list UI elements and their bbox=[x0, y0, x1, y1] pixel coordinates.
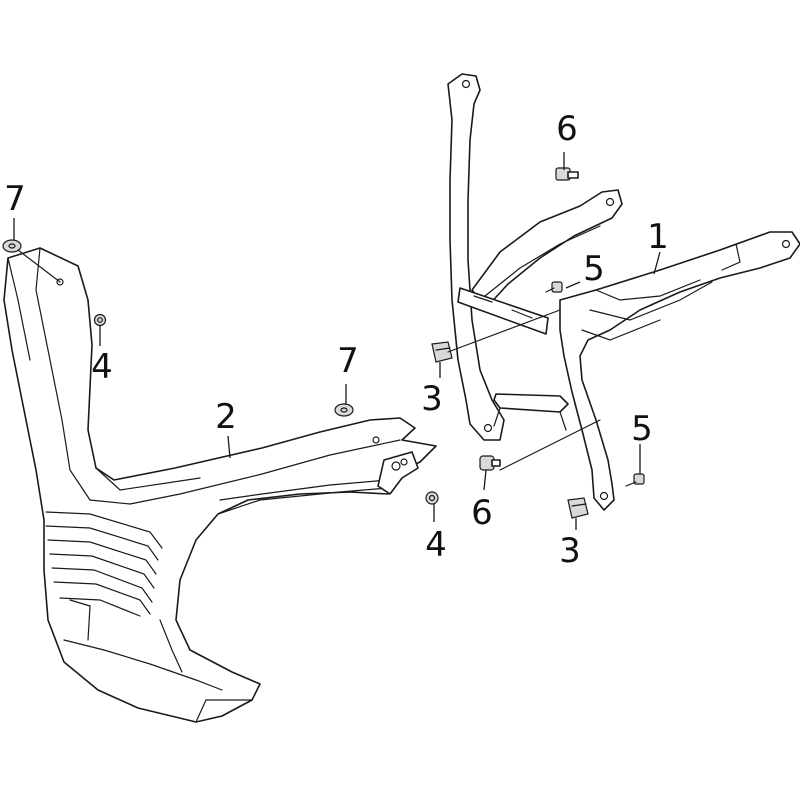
clip-nut-lower bbox=[567, 497, 589, 519]
leader-lines bbox=[13, 152, 661, 530]
callout-4-lower: 4 bbox=[425, 525, 447, 565]
callout-3-upper: 3 bbox=[421, 379, 443, 419]
small-bolt-lower bbox=[625, 473, 645, 487]
small-bolt-upper bbox=[545, 281, 563, 293]
callout-3-lower: 3 bbox=[559, 531, 581, 571]
front-frame-bracket bbox=[447, 73, 800, 511]
nut-upper bbox=[93, 313, 107, 327]
front-cover-panel bbox=[3, 247, 437, 723]
callout-4-upper: 4 bbox=[91, 347, 113, 387]
flange-bolt-lower bbox=[479, 455, 501, 471]
callout-2: 2 bbox=[215, 397, 237, 437]
callout-6-upper: 6 bbox=[556, 109, 578, 149]
callout-7-upper: 7 bbox=[4, 179, 26, 219]
washer-upper bbox=[2, 239, 22, 253]
callout-5-lower: 5 bbox=[631, 409, 653, 449]
clip-nut-upper bbox=[431, 341, 453, 363]
callout-6-lower: 6 bbox=[471, 493, 493, 533]
callout-7-lower: 7 bbox=[337, 341, 359, 381]
flange-bolt-upper bbox=[555, 167, 579, 181]
nut-lower bbox=[425, 491, 439, 505]
callout-labels: 1 2 3 3 4 4 5 5 6 6 7 7 bbox=[4, 109, 669, 571]
callout-1: 1 bbox=[647, 217, 669, 257]
callout-5-upper: 5 bbox=[583, 249, 605, 289]
washer-lower bbox=[334, 403, 354, 417]
